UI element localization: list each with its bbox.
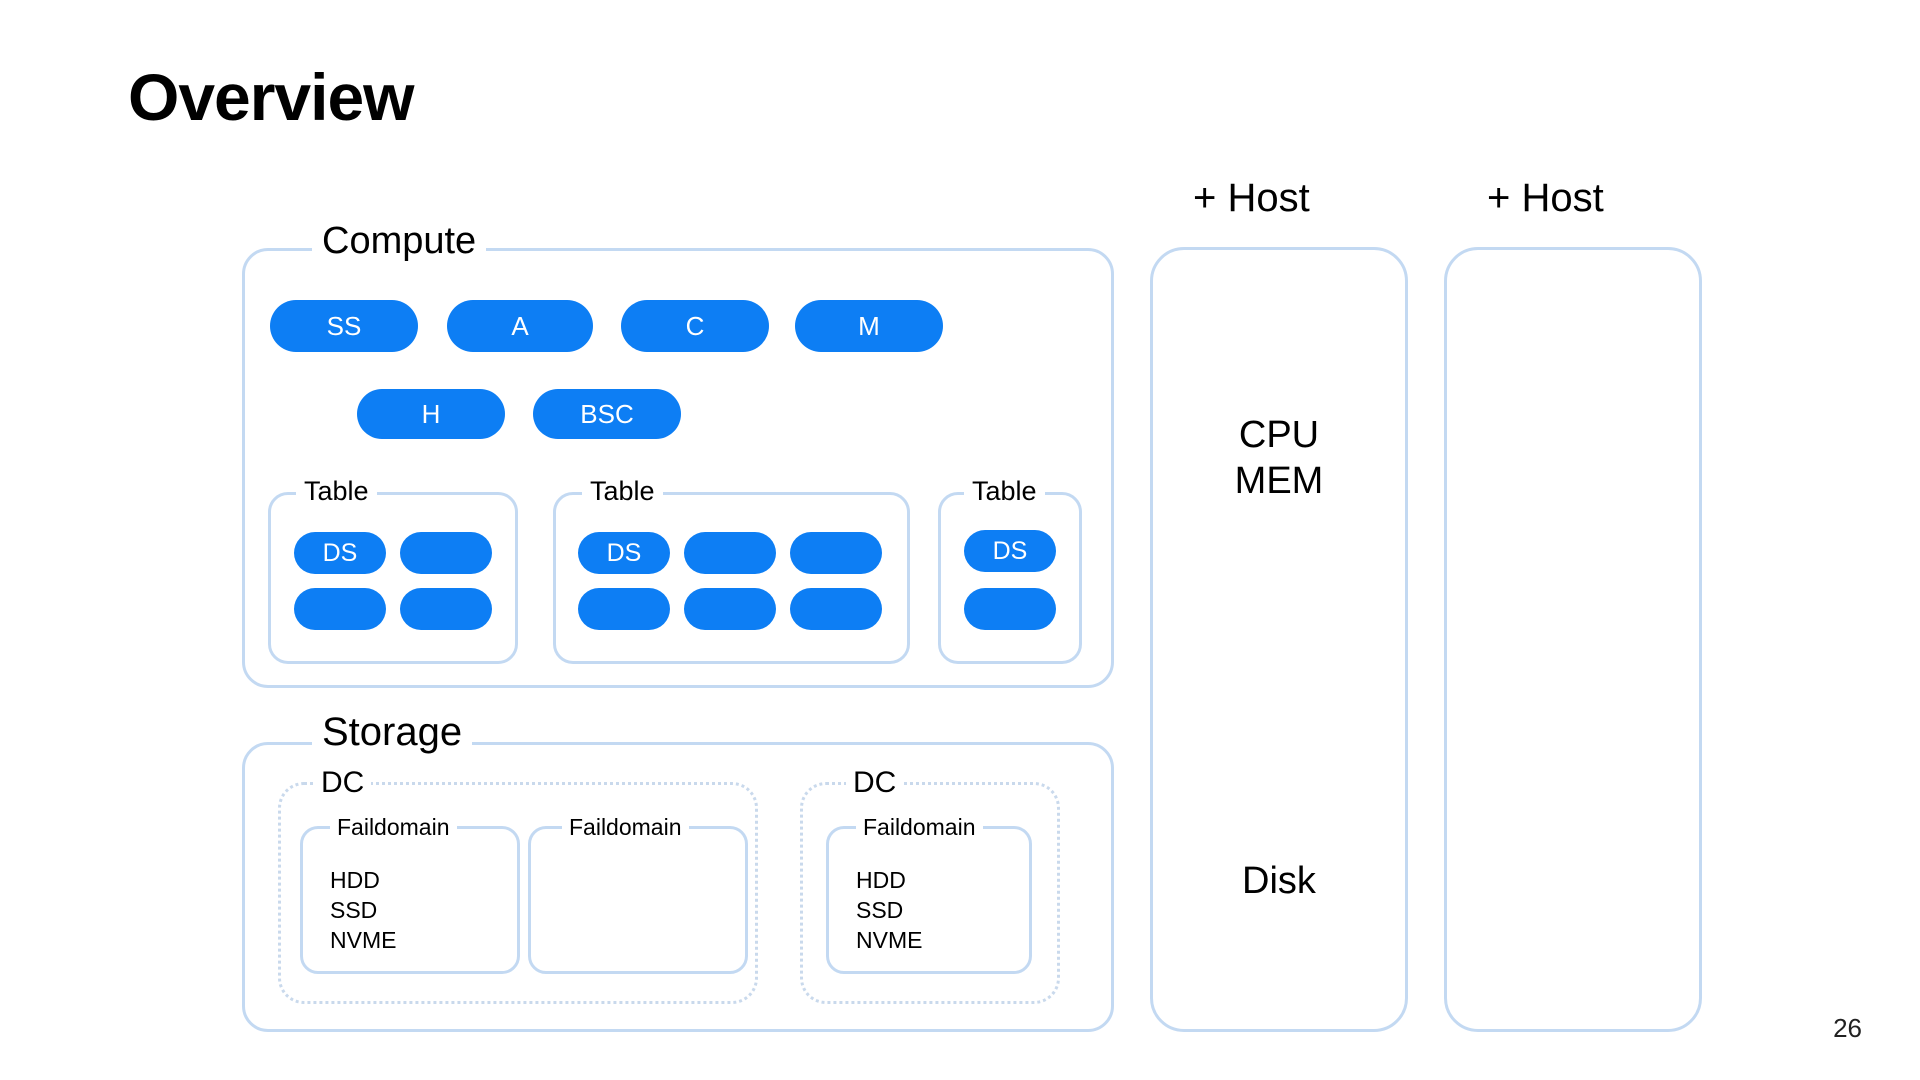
table-1-cell-2[interactable] <box>294 588 386 630</box>
table-1-cell-0[interactable]: DS <box>294 532 386 574</box>
table-group-1-label: Table <box>296 478 377 505</box>
service-pill-a[interactable]: A <box>447 300 593 352</box>
faildomain-group-2 <box>528 826 748 974</box>
table-3-cell-0[interactable]: DS <box>964 530 1056 572</box>
faildomain-1-media-ssd: SSD <box>330 897 378 923</box>
table-1-cell-1[interactable] <box>400 532 492 574</box>
table-group-3-label: Table <box>964 478 1045 505</box>
datacenter-group-2-label: DC <box>846 768 904 798</box>
faildomain-3-media-hdd: HDD <box>856 867 906 893</box>
page-number: 26 <box>1833 1013 1862 1043</box>
host-1-label: + Host <box>1193 176 1310 220</box>
service-pill-a-label: A <box>511 310 529 341</box>
faildomain-3-media-ssd: SSD <box>856 897 904 923</box>
host-1-compute-text: CPU MEM <box>1150 412 1408 504</box>
table-2-cell-5[interactable] <box>790 588 882 630</box>
datacenter-group-2 <box>800 782 1060 1004</box>
table-2-cell-2[interactable] <box>790 532 882 574</box>
faildomain-3-media-nvme: NVME <box>856 927 923 953</box>
compute-group <box>242 248 1114 688</box>
storage-group-label: Storage <box>312 712 473 752</box>
storage-group <box>242 742 1114 1032</box>
table-group-2 <box>553 492 910 664</box>
datacenter-group-1-label: DC <box>314 768 372 798</box>
table-3-cell-1[interactable] <box>964 588 1056 630</box>
table-2-cell-3[interactable] <box>578 588 670 630</box>
service-pill-ss-label: SS <box>326 310 362 341</box>
host-1-mem-label: MEM <box>1234 460 1324 502</box>
service-pill-bsc-label: BSC <box>580 398 634 429</box>
host-1-disk-label: Disk <box>1242 860 1316 902</box>
service-pill-m-label: M <box>858 310 880 341</box>
host-1-cpu-label: CPU <box>1238 414 1320 456</box>
service-pill-c[interactable]: C <box>621 300 769 352</box>
compute-group-label: Compute <box>312 222 487 260</box>
host-2-box[interactable] <box>1444 247 1702 1032</box>
service-pill-h[interactable]: H <box>357 389 505 439</box>
faildomain-1-media: HDD SSD NVME <box>330 865 396 955</box>
table-group-3 <box>938 492 1082 664</box>
host-1-box[interactable] <box>1150 247 1408 1032</box>
faildomain-group-3-label: Faildomain <box>856 816 983 839</box>
faildomain-1-media-nvme: NVME <box>330 927 397 953</box>
page-title: Overview <box>128 60 415 134</box>
host-2-label: + Host <box>1487 176 1604 220</box>
table-2-cell-0[interactable]: DS <box>578 532 670 574</box>
faildomain-group-1-label: Faildomain <box>330 816 457 839</box>
host-1-disk-text: Disk <box>1150 858 1408 904</box>
table-group-1 <box>268 492 518 664</box>
faildomain-1-media-hdd: HDD <box>330 867 380 893</box>
datacenter-group-1 <box>278 782 758 1004</box>
faildomain-group-2-label: Faildomain <box>562 816 689 839</box>
service-pill-m[interactable]: M <box>795 300 943 352</box>
faildomain-3-media: HDD SSD NVME <box>856 865 922 955</box>
service-pill-h-label: H <box>421 398 441 429</box>
table-2-cell-4[interactable] <box>684 588 776 630</box>
table-1-cell-3[interactable] <box>400 588 492 630</box>
service-pill-c-label: C <box>685 310 705 341</box>
table-2-cell-1[interactable] <box>684 532 776 574</box>
table-group-2-label: Table <box>582 478 663 505</box>
service-pill-bsc[interactable]: BSC <box>533 389 681 439</box>
service-pill-ss[interactable]: SS <box>270 300 418 352</box>
